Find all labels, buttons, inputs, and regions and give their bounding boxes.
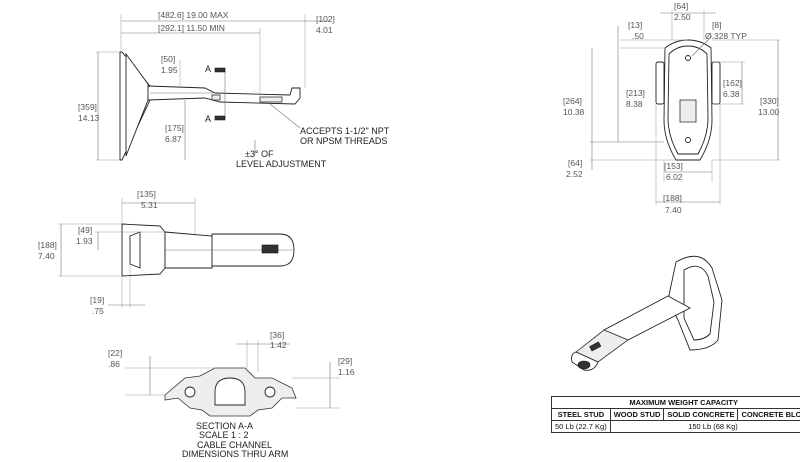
- section-dim-36-in: 1.42: [270, 340, 287, 350]
- iso-latch: [589, 341, 602, 352]
- section-mark-a-bottom: A: [205, 114, 211, 124]
- front-dim-153-in: 6.02: [666, 172, 683, 182]
- front-dim-64-bot: [64]: [568, 158, 582, 168]
- side-dim-50-in: 1.95: [161, 65, 178, 75]
- front-dim-64-top-in: 2.50: [674, 12, 691, 22]
- front-dim-13: [13]: [628, 20, 642, 30]
- front-dim-162: [162]: [723, 78, 742, 88]
- section-caption-2: DIMENSIONS THRU ARM: [182, 449, 288, 459]
- section-dim-29-in: 1.16: [338, 367, 355, 377]
- section-mark-a-top: A: [205, 64, 211, 74]
- threads-note-line-2: OR NPSM THREADS: [300, 136, 387, 146]
- front-dim-8-in: Ø.328 TYP: [705, 31, 747, 41]
- top-dim-49-in: 1.93: [76, 236, 93, 246]
- front-dim-213: [213]: [626, 88, 645, 98]
- front-dim-330-in: 13.00: [758, 107, 780, 117]
- level-note-line-1: ±3° OF: [245, 149, 274, 159]
- front-dim-264: [264]: [563, 96, 582, 106]
- top-dim-188: [188]: [38, 240, 57, 250]
- side-wall-plate-inner: [125, 52, 149, 157]
- weight-capacity-table: MAXIMUM WEIGHT CAPACITY STEEL STUD WOOD …: [550, 396, 800, 433]
- front-dim-64-top: [64]: [674, 1, 688, 11]
- level-note-line-2: LEVEL ADJUSTMENT: [236, 159, 327, 169]
- front-dim-13-in: .50: [632, 31, 644, 41]
- section-scale: SCALE 1 : 2: [199, 430, 249, 440]
- top-dim-135: [135]: [137, 189, 156, 199]
- top-latch: [261, 244, 279, 254]
- side-dim-102: [102]: [316, 14, 335, 24]
- section-dim-22: [22]: [108, 348, 122, 358]
- front-slot-left: [655, 61, 665, 105]
- side-joint: [211, 94, 221, 101]
- side-max-dim: [482.6] 19.00 MAX: [158, 10, 229, 20]
- front-dim-264-in: 10.38: [563, 107, 585, 117]
- front-arm-hub: [679, 99, 697, 123]
- side-view: [482.6] 19.00 MAX [292.1] 11.50 MIN [102…: [78, 10, 390, 169]
- front-view: [64] 2.50 [13] .50 [8] Ø.328 TYP [264] 1…: [563, 1, 780, 215]
- weight-header-concrete-block: CONCRETE BLOCK: [737, 408, 800, 421]
- section-dim-22-in: .86: [108, 359, 120, 369]
- side-min-dim: [292.1] 11.50 MIN: [158, 23, 225, 33]
- weight-header-wood: WOOD STUD: [609, 408, 665, 421]
- front-dim-153: [153]: [664, 161, 683, 171]
- side-dim-359-in: 14.13: [78, 113, 100, 123]
- isometric-view: [571, 255, 723, 371]
- top-dim-19-in: .75: [92, 306, 104, 316]
- weight-header-solid-concrete: SOLID CONCRETE: [663, 408, 739, 421]
- weight-header-steel: STEEL STUD: [551, 408, 611, 421]
- front-slot-right: [711, 61, 721, 105]
- front-dim-188-in: 7.40: [665, 205, 682, 215]
- front-dim-162-in: 6.38: [723, 89, 740, 99]
- top-view: [135] 5.31 [49] 1.93 [188] 7.40 [19] .75: [38, 189, 295, 316]
- front-dim-8: [8]: [712, 20, 721, 30]
- section-dim-36: [36]: [270, 330, 284, 340]
- weight-value-other: 150 Lb (68 Kg): [609, 420, 800, 433]
- side-dim-175-in: 6.87: [165, 134, 182, 144]
- top-dim-135-in: 5.31: [141, 200, 158, 210]
- front-dim-188: [188]: [663, 193, 682, 203]
- side-pipe-adapter: [259, 96, 283, 103]
- top-dim-188-in: 7.40: [38, 251, 55, 261]
- side-dim-102-in: 4.01: [316, 25, 333, 35]
- cable-channel: [214, 377, 246, 406]
- side-dim-175: [175]: [165, 123, 184, 133]
- front-dim-330: [330]: [760, 96, 779, 106]
- section-view: [36] 1.42 [22] .86 [29] 1.16 SECTION A-A…: [108, 330, 355, 459]
- section-title: SECTION A-A: [196, 421, 253, 431]
- iso-pipe-end: [577, 360, 591, 370]
- front-dim-213-in: 8.38: [626, 99, 643, 109]
- side-dim-50: [50]: [161, 54, 175, 64]
- side-dim-359: [359]: [78, 102, 97, 112]
- section-dim-29: [29]: [338, 356, 352, 366]
- front-dim-64-bot-in: 2.52: [566, 169, 583, 179]
- section-caption-1: CABLE CHANNEL: [197, 440, 272, 450]
- top-dim-19: [19]: [90, 295, 104, 305]
- threads-note-line-1: ACCEPTS 1-1/2" NPT: [300, 126, 390, 136]
- top-dim-49: [49]: [78, 225, 92, 235]
- weight-value-steel: 50 Lb (22.7 Kg): [551, 420, 611, 433]
- weight-table-title: MAXIMUM WEIGHT CAPACITY: [550, 396, 800, 409]
